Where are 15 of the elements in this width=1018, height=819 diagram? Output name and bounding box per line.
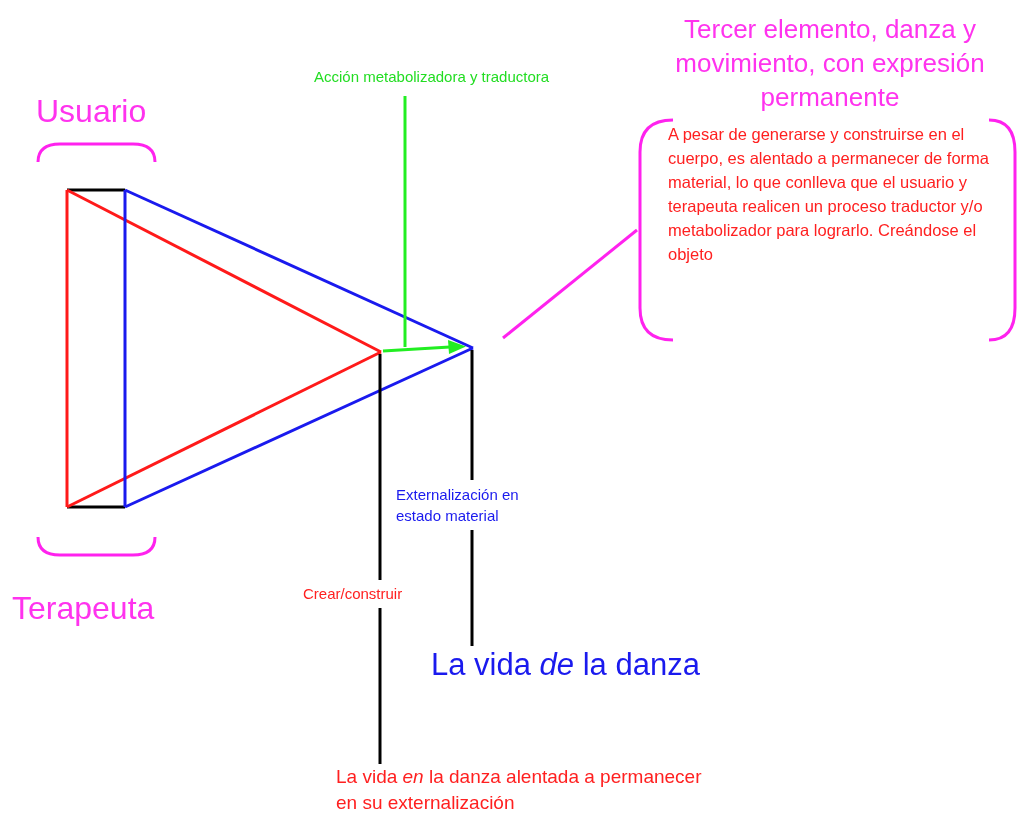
leader-line [502, 228, 638, 340]
heading-text: Tercer elemento, danza y movimiento, con expresión permanente [674, 13, 986, 114]
leader-line [403, 96, 407, 347]
leader-line [470, 350, 474, 480]
heading-text: Usuario [36, 92, 147, 130]
leader-line [378, 354, 382, 580]
annotation-text: La vida en la danza alentada a permanecer en su externalización [336, 764, 716, 816]
annotation-text: Externalización en estado material [396, 480, 566, 530]
heading-text: Terapeuta [12, 589, 155, 627]
leader-line [470, 530, 474, 646]
leader-line [378, 608, 382, 764]
annotation-text: Acción metabolizadora y traductora [314, 58, 564, 96]
body-text: A pesar de generarse y construirse en el cuerpo, es alentado a permanecer de forma material, lo que conlleva que el usuario y terapeuta realicen un proceso traductor y/o metabolizador para lograrlo. Creándose el objeto [668, 124, 991, 265]
annotation-text: Crear/construir [303, 580, 453, 608]
heading-text: La vida de la danza [431, 646, 731, 684]
